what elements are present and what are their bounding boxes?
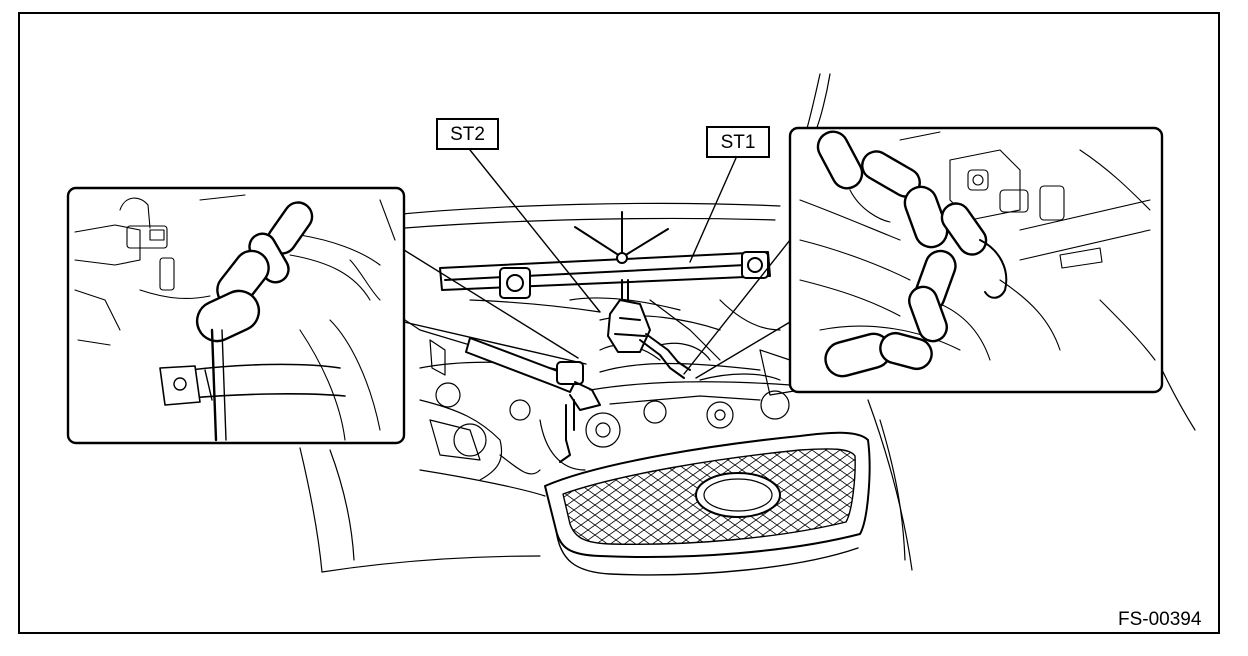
st1-support-bar — [439, 211, 771, 331]
left-detail-inset — [66, 186, 406, 445]
st2-label: ST2 — [436, 118, 499, 150]
side-support-bar — [465, 337, 601, 463]
right-detail-inset — [788, 126, 1164, 394]
st2-hanger — [607, 299, 691, 379]
front-grille — [544, 431, 871, 576]
leader-lines — [403, 149, 791, 379]
st1-label: ST1 — [706, 126, 770, 158]
figure-code: FS-00394 — [1118, 609, 1202, 630]
